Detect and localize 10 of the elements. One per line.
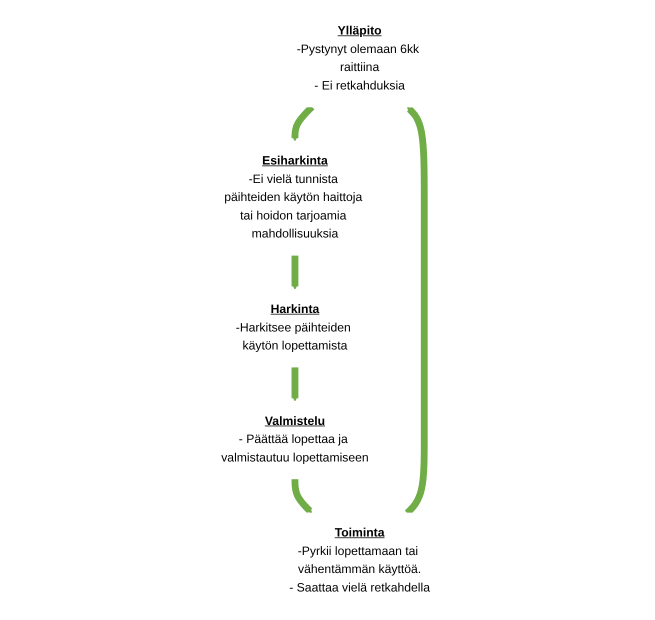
node-text: Toiminta -Pyrkii lopettamaan tai vähentämmän käyttöä. - Saattaa vielä retkahdella xyxy=(289,526,430,594)
arrow xyxy=(292,104,315,142)
node-text: Ylläpito -Pystynyt olemaan 6kk raittiina - Ei retkahduksia xyxy=(296,24,420,92)
arrow xyxy=(292,478,312,514)
node-text: Harkinta -Harkitsee päihteiden käytön lopettamista xyxy=(236,303,351,353)
arrow xyxy=(292,254,299,290)
node-text: Esiharkinta -Ei vielä tunnista päihteiden käytön haittoja tai hoidon tarjoamia mahdollisuuksia xyxy=(224,154,362,241)
arrow xyxy=(405,106,428,516)
node-text: Valmistelu - Päättää lopettaa ja valmistautuu lopettamiseen xyxy=(221,414,369,464)
arrow xyxy=(292,366,299,402)
